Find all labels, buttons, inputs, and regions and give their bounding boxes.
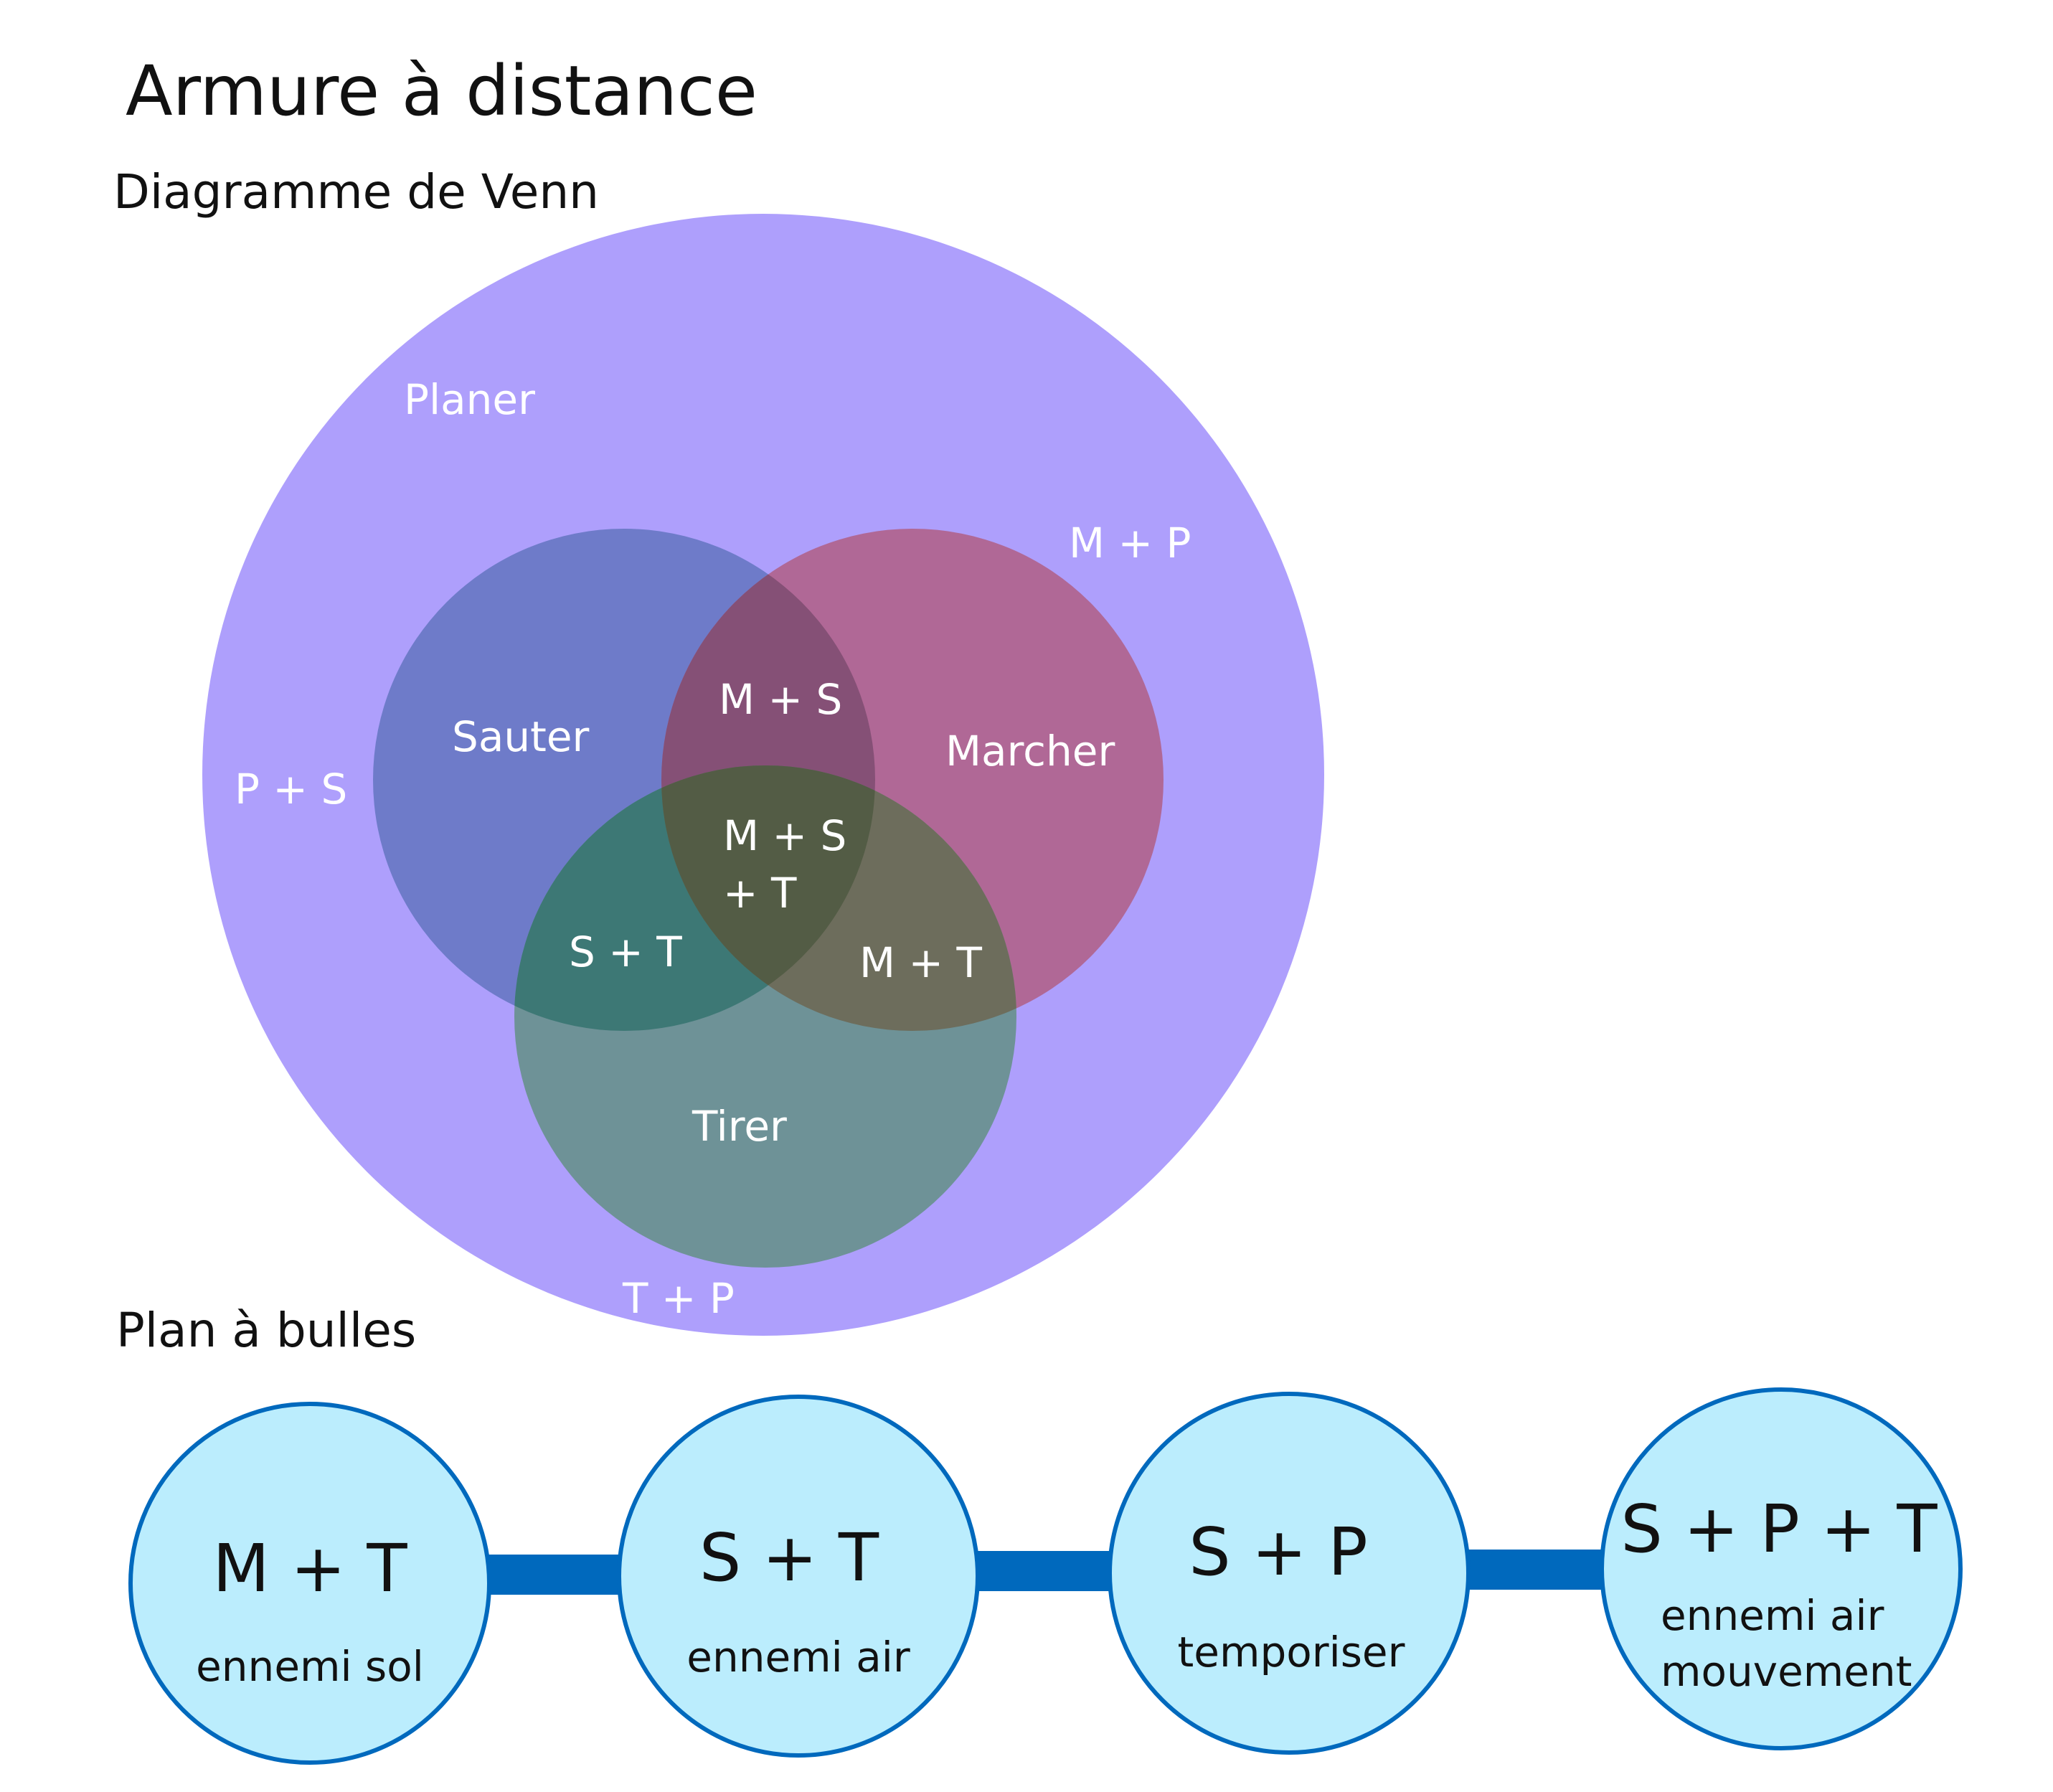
bubble-item: S + T ennemi air <box>617 1395 980 1758</box>
bubble-circle <box>1600 1387 1963 1750</box>
venn-label-sauter: Sauter <box>452 712 590 761</box>
bubble-item: S + P + T ennemi air mouvement <box>1600 1387 1963 1750</box>
venn-label-m-t: M + T <box>859 938 983 987</box>
page-title: Armure à distance <box>126 51 758 131</box>
venn-section-title: Diagramme de Venn <box>113 164 599 220</box>
bubble-section-title: Plan à bulles <box>116 1303 416 1358</box>
bubble-item: M + T ennemi sol <box>128 1402 491 1765</box>
bubble-connector-2 <box>976 1551 1112 1591</box>
bubble-main-label: S + P + T <box>1620 1491 1938 1567</box>
venn-label-m-p: M + P <box>1069 519 1191 567</box>
venn-label-m-s: M + S <box>719 675 842 724</box>
venn-label-s-t: S + T <box>569 928 682 976</box>
bubble-circle <box>128 1402 491 1765</box>
bubble-sub-label: ennemi sol <box>196 1642 424 1691</box>
bubble-sub-label: ennemi air <box>1661 1591 1884 1640</box>
bubble-sub-label: temporiser <box>1178 1628 1405 1677</box>
venn-diagram: Planer M + P P + S Sauter M + S Marcher … <box>202 214 1324 1336</box>
bubble-sub-label: ennemi air <box>686 1633 910 1682</box>
bubble-main-label: S + P <box>1189 1514 1367 1590</box>
bubble-connector-1 <box>484 1555 620 1595</box>
venn-label-m-s-t-line2: + T <box>723 869 797 918</box>
venn-label-t-p: T + P <box>622 1274 735 1323</box>
venn-label-tirer: Tirer <box>692 1102 787 1151</box>
bubble-map: M + T ennemi sol S + T ennemi air S + P … <box>128 1387 1963 1765</box>
bubble-main-label: M + T <box>212 1530 407 1607</box>
venn-label-planer: Planer <box>404 375 535 424</box>
bubble-sub-label: mouvement <box>1661 1647 1912 1696</box>
venn-label-marcher: Marcher <box>945 727 1115 775</box>
venn-label-m-s-t-line1: M + S <box>723 811 846 860</box>
bubble-circle <box>1108 1392 1471 1755</box>
bubble-connector-3 <box>1467 1550 1603 1590</box>
bubble-main-label: S + T <box>699 1519 879 1596</box>
bubble-item: S + P temporiser <box>1108 1392 1471 1755</box>
bubble-circle <box>617 1395 980 1758</box>
venn-label-p-s: P + S <box>235 765 347 814</box>
